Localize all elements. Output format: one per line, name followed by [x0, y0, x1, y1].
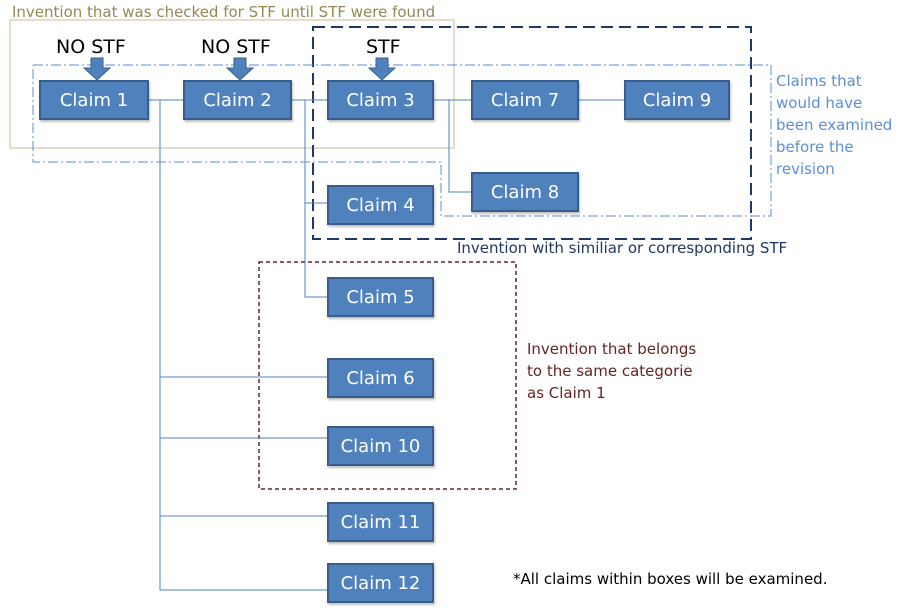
stf-label-claim2: NO STF	[201, 36, 271, 58]
claim-2: Claim 2	[183, 80, 292, 120]
arrow-claim1	[82, 57, 112, 81]
claim-11: Claim 11	[327, 502, 434, 542]
arrow-claim3	[367, 57, 397, 81]
claim-8: Claim 8	[471, 172, 579, 212]
stf-label-claim3: STF	[366, 36, 401, 58]
claim-12: Claim 12	[327, 563, 434, 603]
before-revision-label: Claims that would have been examined bef…	[776, 72, 893, 178]
same-category-label: Invention that belongs to the same categ…	[527, 340, 697, 402]
checked-until-stf-box	[9, 19, 455, 149]
claim-5: Claim 5	[327, 277, 434, 317]
before-revision-box	[32, 64, 772, 217]
claim-7: Claim 7	[471, 80, 579, 120]
claim-4: Claim 4	[327, 185, 434, 225]
arrow-claim2	[225, 57, 255, 81]
checked-until-stf-label: Invention that was checked for STF until…	[12, 3, 436, 21]
footnote: *All claims within boxes will be examine…	[513, 570, 828, 588]
stf-arrows	[82, 57, 397, 81]
connector-lines	[149, 99, 624, 591]
same-category-box	[258, 261, 517, 490]
claim-3: Claim 3	[327, 80, 434, 120]
claim-9: Claim 9	[624, 80, 730, 120]
similar-stf-box	[312, 26, 752, 240]
claim-6: Claim 6	[327, 358, 434, 398]
similar-stf-label: Invention with similiar or corresponding…	[457, 239, 788, 257]
stf-label-claim1: NO STF	[56, 36, 126, 58]
claim-1: Claim 1	[39, 80, 149, 120]
claim-10: Claim 10	[327, 426, 434, 466]
